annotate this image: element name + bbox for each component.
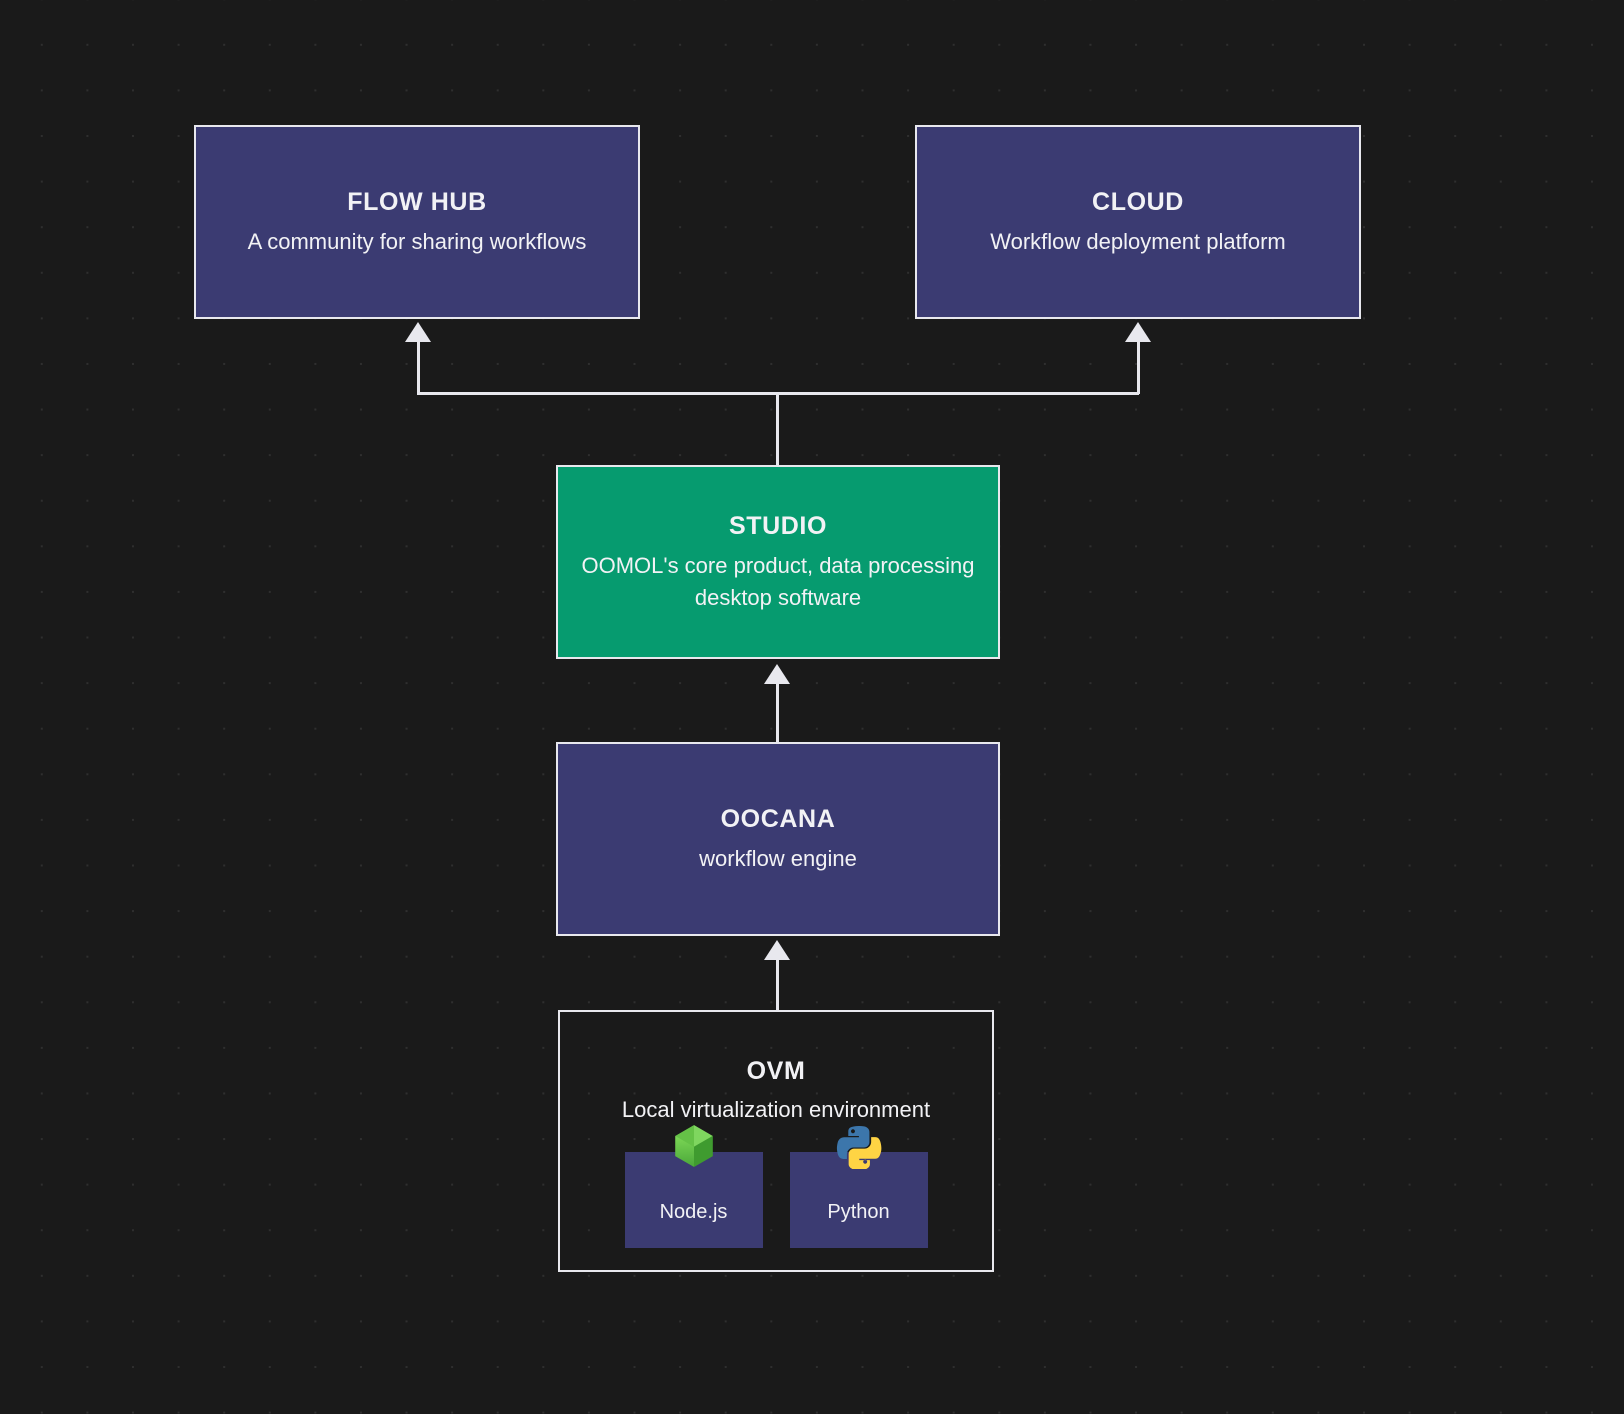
node-studio-title: STUDIO <box>728 512 828 541</box>
edge-branch-bar <box>417 392 1139 395</box>
edge-oocana-to-studio <box>776 684 779 744</box>
node-studio-subtitle: OOMOL's core product, data processing de… <box>581 553 975 610</box>
runtime-nodejs-label: Node.js <box>659 1201 728 1223</box>
ovm-runtime-list: Node.js Python <box>560 1125 992 1248</box>
node-ovm-title: OVM <box>746 1057 806 1085</box>
node-flow-hub-subtitle: A community for sharing workflows <box>247 228 587 254</box>
edge-ovm-to-oocana <box>776 960 779 1012</box>
nodejs-icon <box>674 1125 713 1167</box>
arrowhead-flowhub <box>405 322 431 342</box>
edge-branch-to-flowhub <box>417 342 420 394</box>
node-cloud[interactable]: CLOUD Workflow deployment platform <box>915 125 1361 319</box>
edge-branch-to-cloud <box>1137 342 1140 394</box>
node-oocana-subtitle: workflow engine <box>699 845 857 871</box>
node-flow-hub[interactable]: FLOW HUB A community for sharing workflo… <box>194 125 640 319</box>
node-oocana[interactable]: OOCANA workflow engine <box>556 742 1000 936</box>
runtime-nodejs[interactable]: Node.js <box>624 1125 763 1248</box>
runtime-python-label: Python <box>827 1201 890 1223</box>
node-flow-hub-title: FLOW HUB <box>347 187 487 216</box>
arrowhead-studio <box>764 664 790 684</box>
node-cloud-title: CLOUD <box>1092 187 1184 216</box>
node-ovm[interactable]: OVM Local virtualization environment <box>558 1010 994 1272</box>
node-studio[interactable]: STUDIO OOMOL's core product, data proces… <box>556 465 1000 659</box>
node-oocana-title: OOCANA <box>720 804 836 833</box>
arrowhead-oocana <box>764 940 790 960</box>
node-cloud-subtitle: Workflow deployment platform <box>990 228 1286 254</box>
python-icon <box>836 1126 881 1169</box>
arrowhead-cloud <box>1125 322 1151 342</box>
runtime-python[interactable]: Python <box>789 1126 928 1248</box>
edge-studio-to-branch <box>776 392 779 467</box>
node-ovm-subtitle: Local virtualization environment <box>621 1097 931 1122</box>
